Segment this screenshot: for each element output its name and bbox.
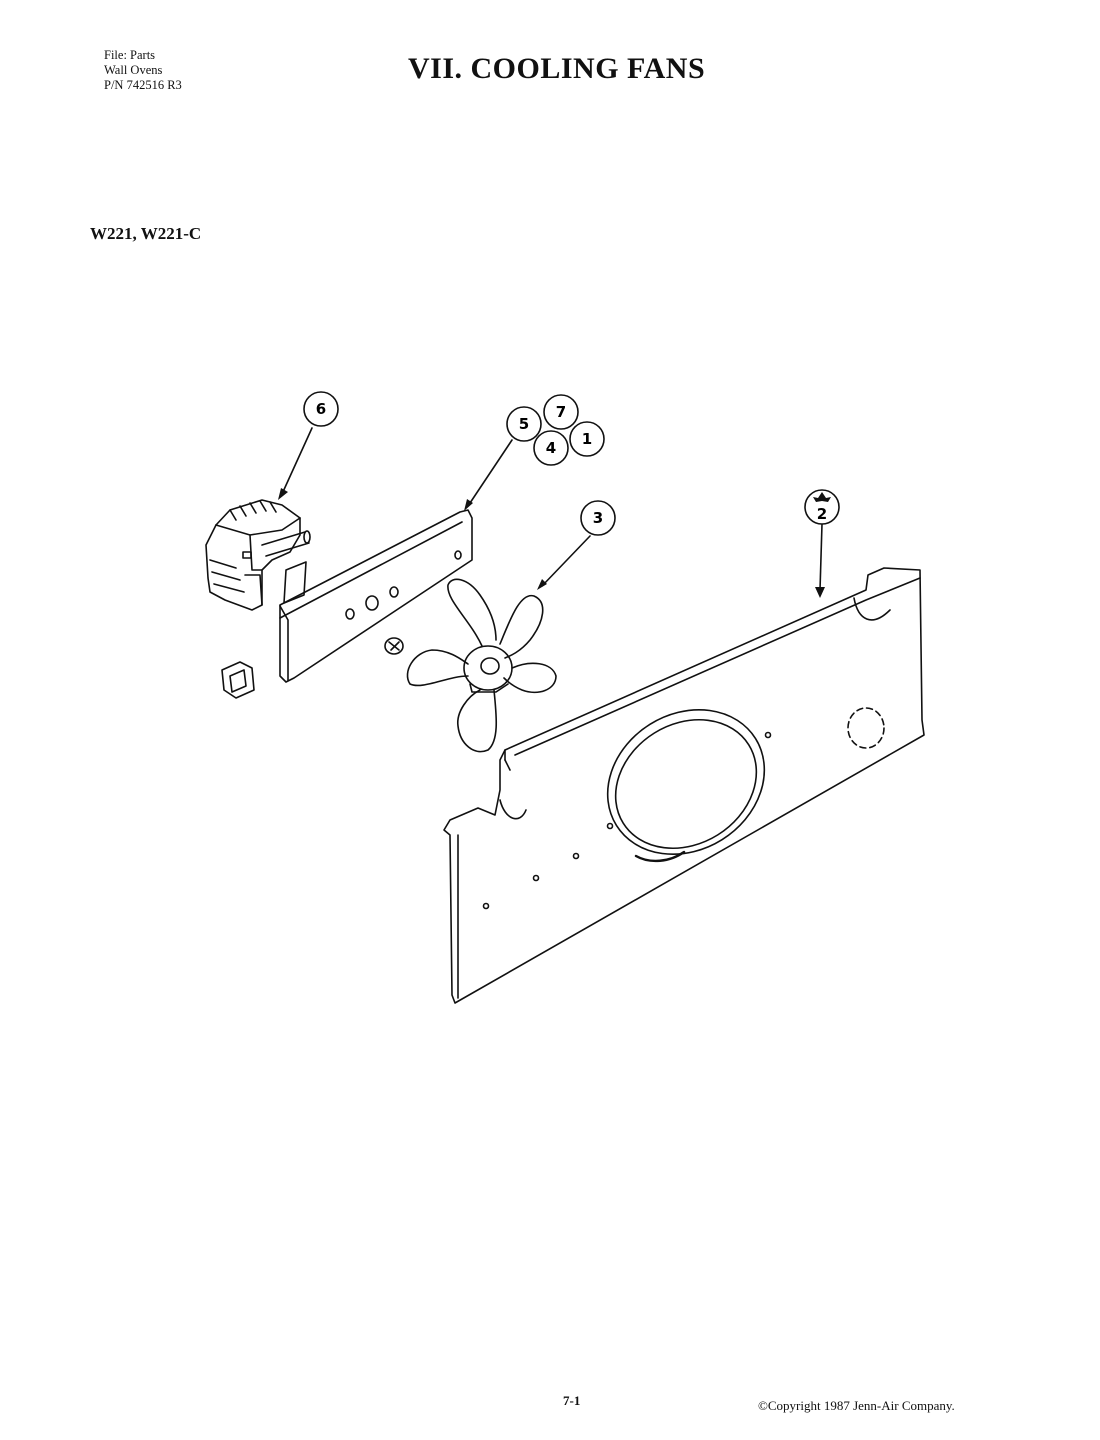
copyright-notice: ©Copyright 1987 Jenn-Air Company. xyxy=(758,1398,955,1413)
callout-label-7: 7 xyxy=(556,403,566,421)
model-number: W221, W221-C xyxy=(90,224,202,243)
page-number: 7-1 xyxy=(563,1393,581,1408)
callout-label-4: 4 xyxy=(546,439,556,457)
callout-5: 5 xyxy=(506,406,542,442)
file-line-3: P/N 742516 R3 xyxy=(104,78,182,92)
callout-1: 1 xyxy=(569,421,605,457)
callout-2: 2 xyxy=(804,489,840,525)
callout-7: 7 xyxy=(543,394,579,430)
mounting-clip xyxy=(221,661,255,699)
page-title: VII. COOLING FANS xyxy=(408,52,706,85)
callout-label-5: 5 xyxy=(519,415,529,433)
fan-blade xyxy=(406,578,557,753)
file-line-1: File: Parts xyxy=(104,48,156,62)
fan-nut xyxy=(384,637,404,655)
leader-arrowheads xyxy=(278,488,825,598)
fan-motor xyxy=(205,499,311,611)
star-marker-icon xyxy=(813,492,831,502)
leader-lines xyxy=(281,427,823,591)
callout-label-1: 1 xyxy=(582,430,592,448)
callout-4: 4 xyxy=(533,430,569,466)
fan-mounting-panel xyxy=(443,567,925,1004)
callout-6: 6 xyxy=(303,391,339,427)
callout-label-3: 3 xyxy=(593,509,603,527)
motor-bracket xyxy=(279,509,473,683)
callout-label-6: 6 xyxy=(316,400,326,418)
callout-3: 3 xyxy=(580,500,616,536)
callout-label-2: 2 xyxy=(817,505,827,523)
file-info: File: Parts Wall Ovens P/N 742516 R3 xyxy=(104,48,182,93)
file-line-2: Wall Ovens xyxy=(104,63,163,77)
